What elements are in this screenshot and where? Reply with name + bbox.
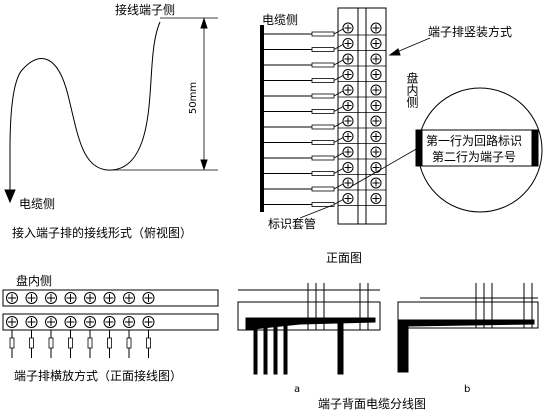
marker-tube — [311, 124, 335, 130]
marker-tube — [311, 47, 335, 52]
marker-tube-leader — [299, 204, 334, 219]
label-cable-side: 电缆侧 — [19, 197, 55, 211]
lead-tube — [9, 337, 15, 349]
lead-tube — [29, 337, 34, 349]
wire-end — [333, 183, 344, 190]
top-view-wiring: 50mm 接线端子侧 电缆侧 接入端子排的接线形式（俯视图） — [4, 2, 218, 240]
dim-label: 50mm — [188, 82, 199, 114]
a-drop1 — [253, 321, 258, 375]
front-view: 电缆侧 端子排竖装方式 盘内侧 标识套管 第一行为回路标识 第二行为端子号 正面… — [260, 7, 543, 265]
lead-tube — [146, 337, 151, 349]
label-terminal-side: 接线端子侧 — [115, 2, 175, 17]
install-method-arrow — [388, 48, 401, 56]
marker-tube — [311, 31, 335, 37]
lead-tube — [87, 337, 93, 349]
lead-tube — [48, 337, 54, 349]
a-drop2 — [263, 321, 268, 375]
marker-tube — [311, 93, 335, 99]
b-box — [397, 301, 539, 329]
horiz-terminals — [6, 292, 155, 358]
a-bundle — [245, 317, 376, 331]
lead-tube — [126, 337, 132, 349]
back-view-a: a — [237, 283, 381, 395]
dim-arrow-bottom — [200, 159, 208, 171]
wire-end — [333, 28, 344, 35]
label-panel-inside: 盘内侧 — [405, 71, 419, 109]
marker-tube — [311, 109, 335, 114]
lead-tube — [68, 337, 73, 349]
arrow-head — [4, 189, 16, 204]
marker-tube — [311, 62, 335, 68]
wire-end — [333, 90, 344, 97]
wire-end — [333, 44, 344, 50]
marker-tube — [311, 186, 335, 192]
marker-tube — [311, 155, 335, 161]
lead-tube — [107, 337, 112, 349]
label-install-method: 端子排竖装方式 — [428, 24, 512, 39]
callout-leader — [351, 147, 419, 187]
horiz-label-panel-inside: 盘内侧 — [16, 273, 52, 288]
wire-end — [333, 168, 344, 174]
marker-tube — [311, 171, 335, 176]
label-marker-tube: 标识套管 — [268, 216, 316, 231]
wire-end — [333, 75, 344, 81]
back-view-caption: 端子背面电缆分线图 — [318, 397, 426, 411]
back-view: a b 端子背面电缆分线图 — [237, 283, 539, 411]
callout-tube-end-left — [415, 129, 423, 167]
wire-end — [333, 59, 344, 66]
wire-end — [333, 121, 344, 128]
horiz-strip-bottom — [2, 313, 219, 331]
back-view-b: b — [397, 283, 539, 395]
b-bundle — [397, 319, 535, 373]
wire-end — [333, 152, 344, 159]
wire-end — [333, 106, 344, 112]
marker-tube — [311, 78, 335, 83]
a-drop3 — [273, 321, 278, 375]
horizontal-layout: 盘内侧 端子排横放方式（正面接线图） — [2, 273, 219, 383]
label-b: b — [464, 384, 470, 395]
horiz-strip-top — [2, 289, 219, 307]
dim-arrow-top — [200, 17, 208, 29]
callout-line2: 第二行为端子号 — [432, 150, 516, 164]
wire-end — [333, 137, 344, 143]
front-label-cable-side: 电缆侧 — [262, 13, 298, 27]
front-view-caption: 正面图 — [326, 251, 362, 265]
a-drop5 — [337, 321, 344, 375]
callout-tube-end-right — [531, 129, 539, 167]
callout-line1: 第一行为回路标识 — [426, 133, 522, 148]
horiz-caption: 端子排横放方式（正面接线图） — [14, 368, 182, 383]
label-a: a — [294, 384, 300, 395]
marker-tube — [311, 140, 335, 145]
wire-end — [333, 199, 344, 205]
a-drop4 — [283, 321, 288, 375]
a-box — [237, 301, 381, 331]
front-terminals — [262, 22, 386, 207]
terminal-strip — [337, 7, 387, 225]
cable-curve — [9, 21, 161, 198]
top-view-caption: 接入端子排的接线形式（俯视图） — [12, 225, 192, 240]
